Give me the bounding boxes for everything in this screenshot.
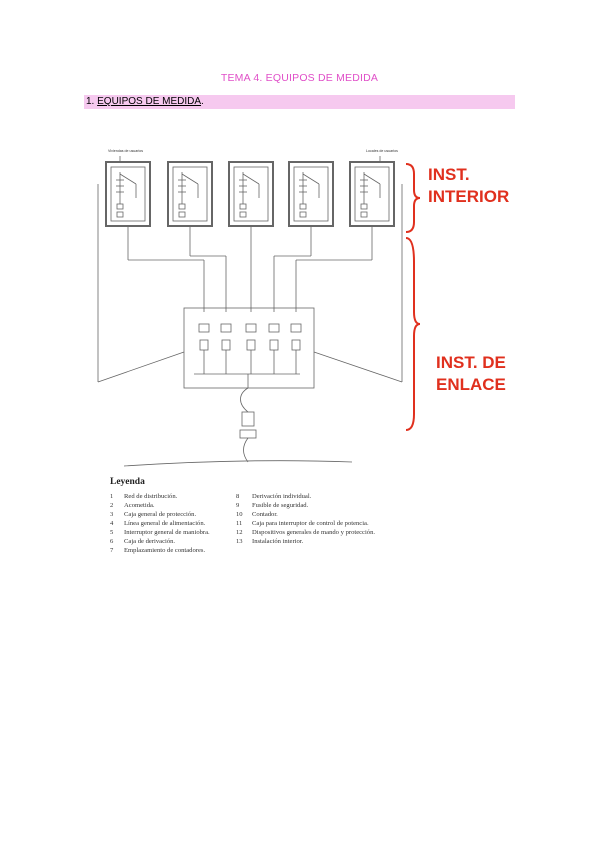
- caption-locales: Locales de usuarios: [366, 149, 398, 153]
- user-box-4: [288, 161, 334, 227]
- label-inst-interior-2: INTERIOR: [428, 187, 509, 206]
- legend-text: Fusible de seguridad.: [252, 502, 309, 509]
- user-box-2: [167, 161, 213, 227]
- legend-num: 3: [110, 511, 114, 518]
- legend-right-column: 8 Derivación individual. 9 Fusible de se…: [236, 493, 375, 545]
- legend-left-column: 1 Red de distribución. 2 Acometida. 3 Ca…: [110, 493, 210, 554]
- legend-text: Caja para interruptor de control de pote…: [252, 520, 369, 527]
- user-box-1: [105, 161, 151, 227]
- legend-text: Caja de derivación.: [124, 538, 175, 545]
- legend-text: Acometida.: [124, 502, 155, 509]
- legend-num: 13: [236, 538, 243, 545]
- legend-num: 9: [236, 502, 240, 509]
- user-box-5: [349, 161, 395, 227]
- legend-text: Emplazamiento de contadores.: [124, 547, 205, 554]
- section-heading: 1. EQUIPOS DE MEDIDA.: [86, 96, 204, 107]
- legend-num: 4: [110, 520, 114, 527]
- user-box-3: [228, 161, 274, 227]
- legend-num: 1: [110, 493, 113, 500]
- legend-num: 8: [236, 493, 240, 500]
- label-inst-enlace-1: INST. DE: [436, 353, 506, 372]
- legend-num: 11: [236, 520, 242, 527]
- legend-num: 5: [110, 529, 114, 536]
- legend-num: 12: [236, 529, 243, 536]
- legend-text: Interruptor general de maniobra.: [124, 529, 210, 536]
- section-suffix: .: [201, 96, 204, 107]
- legend-num: 6: [110, 538, 114, 545]
- legend-title: Leyenda: [110, 477, 145, 487]
- legend-text: Línea general de alimentación.: [124, 520, 206, 527]
- legend-num: 2: [110, 502, 113, 509]
- diagram-lines: [97, 156, 403, 467]
- legend-text: Contador.: [252, 511, 278, 518]
- label-inst-interior-1: INST.: [428, 165, 470, 184]
- section-highlight-bar: [84, 95, 515, 109]
- label-inst-enlace-2: ENLACE: [436, 375, 506, 394]
- caption-viviendas: Viviendas de usuarios: [108, 149, 143, 153]
- red-braces: [405, 163, 421, 431]
- legend-text: Instalación interior.: [252, 538, 304, 545]
- legend-num: 7: [110, 547, 114, 554]
- legend-text: Derivación individual.: [252, 493, 312, 500]
- section-title: EQUIPOS DE MEDIDA: [97, 96, 202, 107]
- meter-panel: [183, 307, 315, 389]
- page-title: TEMA 4. EQUIPOS DE MEDIDA: [220, 72, 379, 84]
- legend-text: Red de distribución.: [124, 493, 178, 500]
- legend-num: 10: [236, 511, 243, 518]
- electrical-installation-diagram: Viviendas de usuarios Locales de usuario…: [88, 132, 524, 572]
- legend-text: Dispositivos generales de mando y protec…: [252, 529, 375, 536]
- section-number: 1.: [86, 96, 95, 107]
- legend-text: Caja general de protección.: [124, 511, 196, 518]
- diagram-svg: Viviendas de usuarios Locales de usuario…: [97, 149, 509, 554]
